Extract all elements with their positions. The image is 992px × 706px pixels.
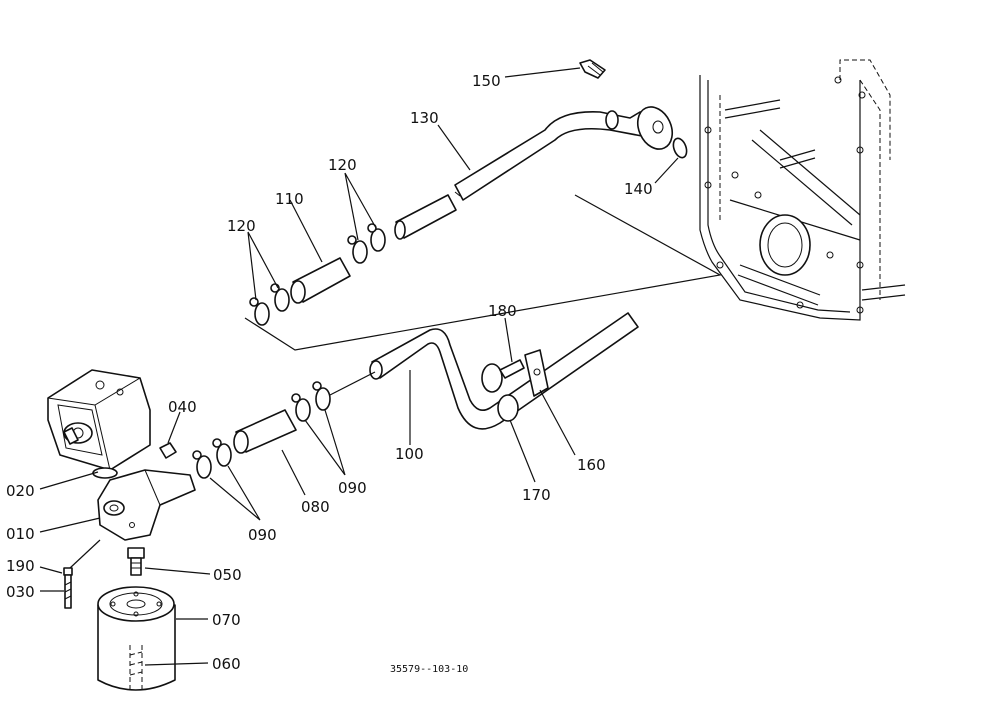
element-060 (129, 645, 143, 690)
label-130: 130 (410, 109, 439, 127)
filter-head-010 (97, 469, 196, 541)
pipe-130 (454, 106, 674, 201)
label-070: 070 (212, 611, 241, 629)
hose-080 (233, 409, 297, 454)
bolt-150 (579, 59, 606, 79)
nipple-050 (127, 547, 145, 576)
part-labels: 150 130 140 120 110 120 180 040 100 160 … (6, 72, 653, 675)
clamp-170 (497, 394, 519, 422)
label-140: 140 (624, 180, 653, 198)
assembly-frame (244, 194, 722, 351)
label-010: 010 (6, 525, 35, 543)
transmission-case (699, 59, 906, 321)
label-150: 150 (472, 72, 501, 90)
clamps-120-lower (249, 283, 290, 326)
label-170: 170 (522, 486, 551, 504)
o-ring-140 (672, 137, 688, 159)
label-050: 050 (213, 566, 242, 584)
label-090-right: 090 (338, 479, 367, 497)
label-020: 020 (6, 482, 35, 500)
clamp-180 (481, 359, 525, 393)
label-040: 040 (168, 398, 197, 416)
label-030: 030 (6, 583, 35, 601)
plug-040 (159, 442, 177, 459)
label-100: 100 (395, 445, 424, 463)
hose-upper (394, 194, 457, 240)
oil-filter-070 (97, 586, 176, 691)
label-060: 060 (212, 655, 241, 673)
label-160: 160 (577, 456, 606, 474)
bolt-030 (63, 567, 73, 609)
label-180: 180 (488, 302, 517, 320)
label-080: 080 (301, 498, 330, 516)
clamps-120-upper (347, 223, 386, 264)
label-090-left: 090 (248, 526, 277, 544)
label-120-upper: 120 (328, 156, 357, 174)
leader-lines (39, 67, 679, 666)
label-110: 110 (275, 190, 304, 208)
drawing-number: 35579--103-10 (390, 664, 468, 675)
hose-axis-lower (329, 371, 376, 396)
bracket-160 (524, 349, 549, 397)
clamps-090-right (291, 381, 331, 422)
hydraulic-pump (47, 369, 151, 471)
label-190: 190 (6, 557, 35, 575)
hose-110 (290, 257, 351, 304)
label-120-lower: 120 (227, 217, 256, 235)
pipe-100 (369, 312, 639, 430)
clamps-090-left (192, 438, 232, 479)
